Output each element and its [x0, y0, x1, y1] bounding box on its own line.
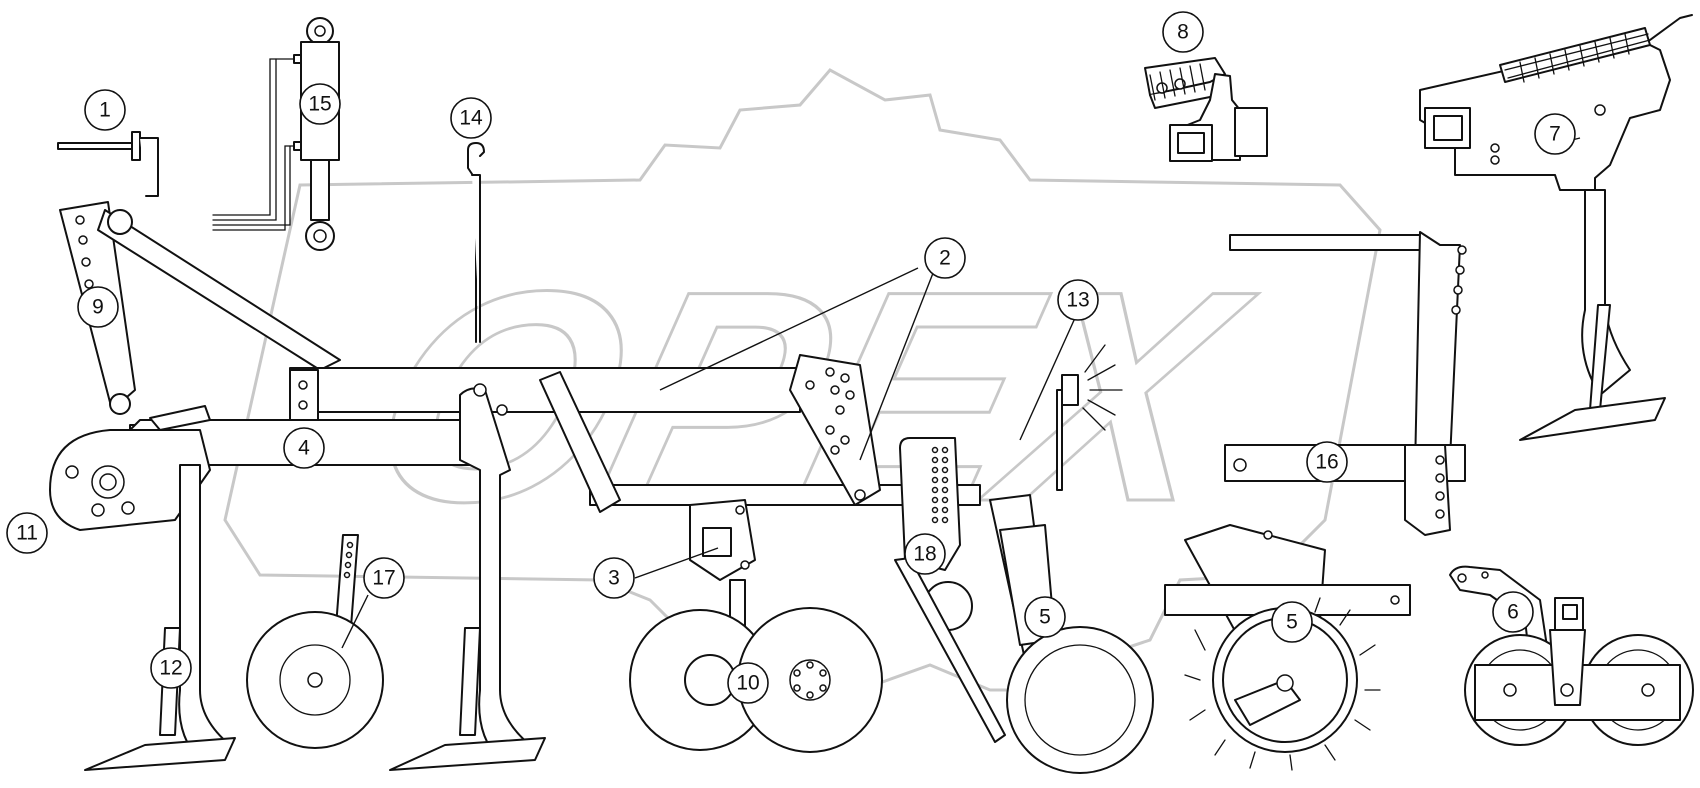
callout-label: 8 [1177, 21, 1189, 44]
callout-1: 1 [84, 89, 126, 131]
disc-coulter-part [629, 607, 883, 753]
bracket-plate-part [789, 354, 881, 506]
twin-roller-part [1449, 565, 1694, 746]
work-light-part [1056, 344, 1123, 491]
callout-8: 8 [1162, 11, 1204, 53]
callout-4: 4 [283, 427, 325, 469]
callout-17: 17 [363, 557, 405, 599]
callout-label: 3 [608, 567, 620, 590]
callout-label: 18 [913, 543, 936, 566]
hitch-plate-part [49, 405, 211, 531]
callout-label: 14 [459, 107, 483, 130]
callout-3: 3 [593, 557, 635, 599]
callout-label: 10 [736, 672, 759, 695]
callout-14: 14 [450, 97, 492, 139]
callout-5b: 5 [1271, 601, 1313, 643]
spring-shank-part [1419, 14, 1693, 441]
callout-2: 2 [924, 237, 966, 279]
callout-label: 17 [372, 567, 395, 590]
callout-label: 5 [1039, 606, 1051, 629]
hook-rod-part [467, 142, 485, 343]
callout-6: 6 [1492, 591, 1534, 633]
callout-9: 9 [77, 286, 119, 328]
callout-label: 9 [92, 296, 104, 319]
callout-label: 1 [99, 99, 111, 122]
callout-16: 16 [1306, 441, 1348, 483]
gauge-wheel-part [246, 534, 384, 749]
callout-18: 18 [904, 533, 946, 575]
callout-label: 6 [1507, 601, 1519, 624]
frame-extension-part [1224, 231, 1467, 536]
spring-tine-part [1144, 57, 1268, 162]
callout-15: 15 [299, 83, 341, 125]
callout-10: 10 [727, 662, 769, 704]
callout-12: 12 [150, 647, 192, 689]
callout-label: 16 [1315, 451, 1338, 474]
pin-part [57, 131, 159, 197]
leader-lines [341, 137, 1581, 649]
callout-label: 11 [16, 522, 38, 545]
callout-label: 2 [939, 247, 951, 270]
callout-5a: 5 [1024, 596, 1066, 638]
callout-13: 13 [1057, 279, 1099, 321]
callout-label: 7 [1549, 123, 1561, 146]
callout-7: 7 [1534, 113, 1576, 155]
shank-middle-part [389, 383, 546, 771]
callout-label: 4 [298, 437, 310, 460]
callout-11: 11 [6, 512, 48, 554]
callout-label: 5 [1286, 611, 1298, 634]
callout-label: 13 [1066, 289, 1089, 312]
cage-roller-part [1164, 524, 1411, 771]
callout-label: 15 [308, 93, 331, 116]
callout-label: 12 [159, 657, 182, 680]
hydraulic-cylinder-part [212, 17, 340, 251]
